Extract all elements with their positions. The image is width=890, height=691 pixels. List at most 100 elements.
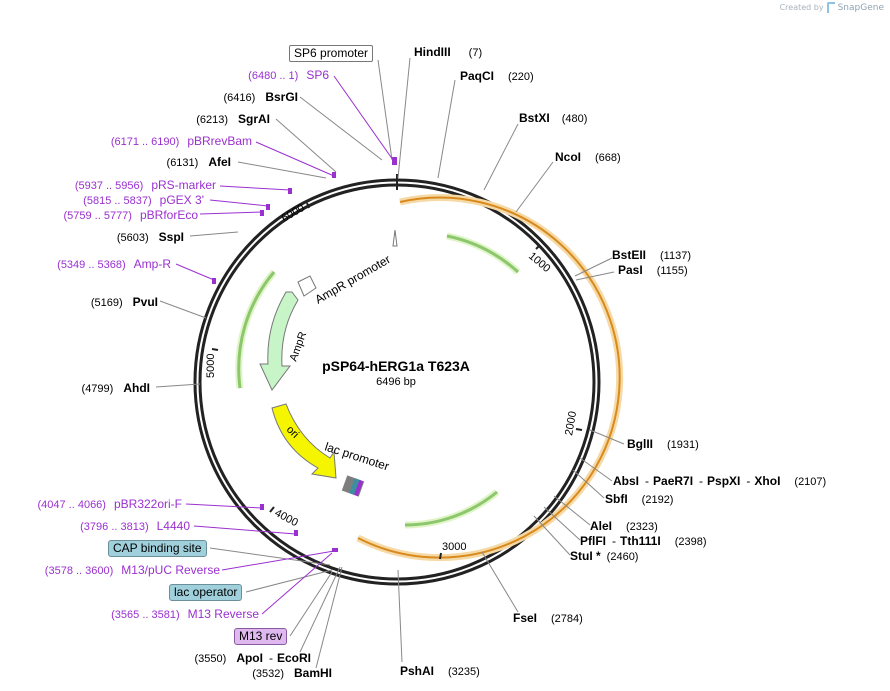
primer-pgex[interactable]: (5815 .. 5837)pGEX 3' (83, 193, 204, 207)
enzyme-bsteii[interactable]: BstEII(1137) (612, 248, 691, 262)
tick-5000 (211, 348, 219, 351)
primer-sp6[interactable]: (6480 .. 1)SP6 (248, 68, 329, 82)
leader-pbr322ori (185, 503, 263, 509)
lac-operator-feature (349, 478, 360, 495)
mark-m13 (332, 548, 338, 552)
leader-m13-puc (221, 550, 335, 571)
leader-hindiii (397, 57, 411, 179)
ampr-promoter-label: AmpR promoter (313, 252, 393, 306)
m13-rev-label[interactable]: M13 rev (234, 628, 288, 645)
primer-pbr322ori-f[interactable]: (4047 .. 4066)pBR322ori-F (37, 497, 182, 511)
enzyme-afei[interactable]: (6131)AfeI (167, 155, 231, 169)
ampr-feature-arrow (259, 291, 299, 391)
enzyme-fsei[interactable]: FseI(2784) (513, 611, 583, 625)
plasmid-size: 6496 bp (376, 376, 416, 388)
enzyme-paqci[interactable]: PaqCI(220) (460, 69, 534, 83)
sp6-promoter-marker (392, 229, 398, 247)
leader-afei (237, 161, 327, 179)
leader-stui (533, 515, 571, 556)
enzyme-bamhi[interactable]: (3532)BamHI (252, 666, 332, 680)
enzyme-pvui[interactable]: (5169)PvuI (91, 295, 158, 309)
enzyme-sbfi[interactable]: SbfI(2192) (605, 492, 673, 506)
primer-leader-lines (175, 75, 394, 615)
mark-amp-r (212, 278, 216, 284)
leader-sgrai (275, 118, 337, 173)
primer-m13-puc-reverse[interactable]: (3578 .. 3600)M13/pUC Reverse (45, 563, 221, 577)
enzyme-pshai[interactable]: PshAI(3235) (400, 664, 480, 678)
primer-pbrforeco[interactable]: (5759 .. 5777)pBRforEco (63, 208, 198, 222)
tick-4000 (269, 506, 275, 513)
leader-paqci (437, 79, 456, 179)
enzyme-pflfi-group[interactable]: PflFI-Tth111I(2398) (580, 534, 706, 548)
tick-3000 (439, 552, 442, 560)
ampr-promoter-arrow (297, 275, 317, 297)
mark-pbr322ori (260, 504, 264, 510)
enzyme-labels-left: (6416)BsrGI (6213)SgrAI (6131)AfeI (5603… (82, 90, 332, 680)
leader-sbfi (572, 469, 605, 499)
leader-cap-binding (209, 547, 331, 566)
enzyme-pasi[interactable]: PasI(1155) (618, 263, 688, 277)
leader-pbrforeco (199, 211, 263, 215)
enzyme-sspi[interactable]: (5603)SspI (117, 230, 184, 244)
insert-feature-arc (357, 196, 621, 559)
primer-pbrrevbam[interactable]: (6171 .. 6190)pBRrevBam (111, 134, 252, 148)
enzyme-stui[interactable]: StuI *(2460) (570, 549, 638, 563)
mark-pbrrevbam (332, 172, 336, 178)
leader-l4440 (193, 525, 297, 535)
leader-bglii (589, 429, 625, 445)
tick-label-3000: 3000 (442, 541, 466, 553)
leader-alei (553, 495, 591, 526)
snapgene-branding: Created by SnapGene (780, 2, 884, 13)
mark-pbrforeco (260, 210, 264, 216)
leader-pvui (159, 300, 207, 319)
primer-prs-marker[interactable]: (5937 .. 5956)pRS-marker (75, 178, 216, 192)
leader-sp6-promoter (377, 59, 393, 161)
enzyme-hindiii[interactable]: HindIII(7) (414, 45, 482, 59)
leader-sp6 (333, 75, 394, 161)
tick-6000 (306, 202, 310, 209)
enzyme-alei[interactable]: AleI(2323) (590, 519, 658, 533)
primer-l4440[interactable]: (3796 .. 3813)L4440 (80, 519, 190, 533)
enzyme-labels-right: HindIII(7) PaqCI(220) BstXI(480) NcoI(66… (400, 45, 826, 678)
leader-pflfi (543, 506, 581, 541)
enzyme-bsrgi[interactable]: (6416)BsrGI (224, 90, 298, 104)
leader-m13-rev (289, 571, 333, 637)
primer-labels: (6480 .. 1)SP6 (6171 .. 6190)pBRrevBam (… (37, 68, 329, 621)
sp6-promoter-label[interactable]: SP6 promoter (289, 45, 374, 62)
enzyme-leader-lines (155, 57, 625, 669)
green-feature-arrow-1-glow (446, 232, 521, 275)
leader-amp-r (175, 263, 215, 281)
primer-amp-r[interactable]: (5349 .. 5368)Amp-R (57, 257, 171, 271)
lac-operator-label[interactable]: lac operator (169, 584, 243, 601)
tick-label-6000: 6000 (280, 202, 307, 225)
enzyme-ncoi[interactable]: NcoI(668) (555, 150, 621, 164)
enzyme-bglii[interactable]: BglII(1931) (627, 437, 699, 451)
enzyme-ecori-group[interactable]: (3550)ApoI-EcoRI (195, 651, 311, 665)
tick-label-5000: 5000 (205, 354, 217, 378)
green-feature-arrow-2-glow (404, 489, 500, 529)
enzyme-xhoi-group[interactable]: AbsI-PaeR7I-PspXI-XhoI(2107) (613, 474, 826, 488)
leader-bsrgi (299, 96, 383, 161)
leader-fsei (481, 551, 519, 613)
mark-l4440 (294, 530, 298, 536)
leader-bamhi (315, 566, 343, 669)
leader-xhoi (579, 457, 613, 482)
leader-m13-reverse (261, 552, 333, 615)
enzyme-ahdi[interactable]: (4799)AhdI (82, 381, 150, 395)
ampr-label: AmpR (288, 330, 310, 363)
cap-binding-site-label[interactable]: CAP binding site (108, 540, 207, 557)
leader-prs-marker (219, 185, 291, 191)
tick-label-4000: 4000 (273, 507, 300, 529)
snapgene-name: SnapGene (837, 2, 884, 13)
leader-bsteii (574, 257, 613, 277)
enzyme-bstxi[interactable]: BstXI(480) (519, 111, 587, 125)
primer-m13-reverse[interactable]: (3565 .. 3581)M13 Reverse (111, 607, 259, 621)
m13-rev-feature (354, 479, 364, 497)
green-feature-arrow-3-glow (235, 269, 277, 389)
tick-1000 (535, 244, 541, 250)
leader-ahdi (155, 383, 201, 388)
sp6-primer-marker (392, 157, 397, 165)
ruler-ticks (211, 202, 583, 560)
enzyme-sgrai[interactable]: (6213)SgrAI (196, 112, 270, 126)
